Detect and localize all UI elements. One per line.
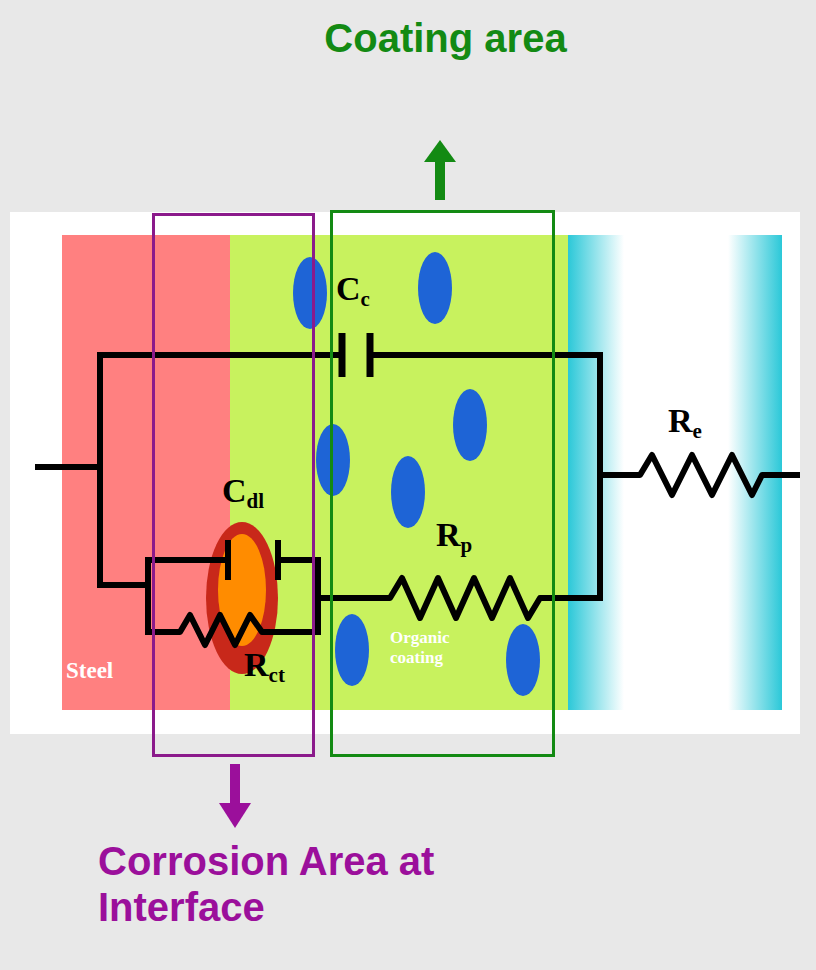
callout-arrows (219, 140, 456, 828)
white-band (10, 212, 800, 734)
component-symbol-label: Re (668, 404, 702, 442)
coating-region: Organic coating (230, 235, 568, 710)
coating-fill (230, 235, 568, 710)
component-symbol-label: Rct (244, 648, 285, 686)
region-label: Steel (66, 658, 166, 683)
region-label: Organic coating (390, 628, 490, 667)
region-label: Corrosion Area at Interface (98, 838, 438, 930)
component-symbol-label: Cdl (222, 474, 264, 512)
steel-region: Steel (62, 235, 232, 710)
component-symbol-label: Cc (336, 272, 370, 310)
region-label: Coating area (303, 15, 588, 61)
equivalent-circuit (35, 333, 800, 645)
component-symbol-label: Rp (436, 518, 472, 556)
